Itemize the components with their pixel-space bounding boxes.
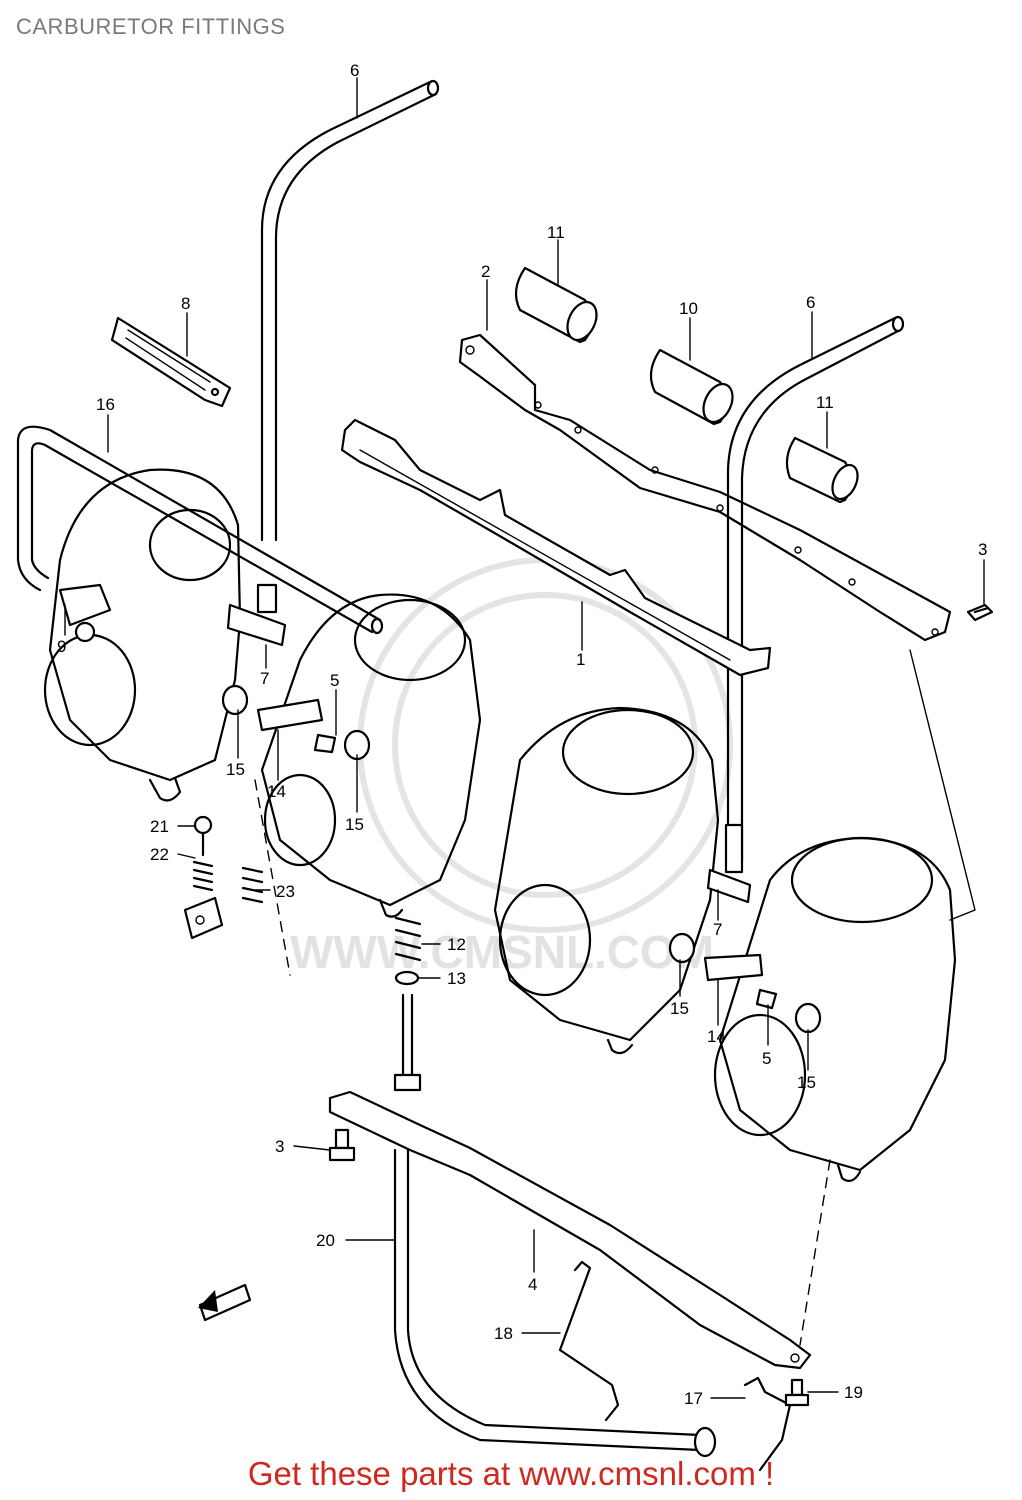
callout-22: 22	[150, 845, 169, 864]
callout-2: 2	[481, 262, 490, 281]
part-21-screw	[193, 815, 213, 857]
callout-16: 16	[96, 395, 115, 414]
part-9-fitting	[58, 583, 112, 643]
callout-6: 6	[350, 61, 359, 80]
part-6-right-pipe	[726, 315, 905, 862]
callout-13: 13	[447, 969, 466, 988]
callout-20: 20	[316, 1231, 335, 1250]
callout-labels: 6 11 2 10 6 8 11 16 3 9 1 7 5 15 14 15 2…	[57, 61, 987, 1408]
part-22-spring	[192, 860, 214, 892]
carburetor-1	[43, 468, 242, 802]
part-8-bracket	[110, 316, 232, 408]
part-15-cap-left-a	[221, 684, 249, 716]
part-3-screw-lower	[328, 1128, 356, 1162]
callout-18: 18	[494, 1324, 513, 1343]
part-11-sleeve-upper	[514, 266, 598, 344]
callout-5: 5	[762, 1049, 771, 1068]
part-19-screw	[784, 1378, 810, 1407]
callout-12: 12	[447, 935, 466, 954]
callout-10: 10	[679, 299, 698, 318]
part-23-block	[183, 866, 264, 940]
part-6-left-pipe	[260, 79, 440, 542]
part-10-sleeve	[649, 348, 734, 426]
callout-14: 14	[267, 782, 286, 801]
part-15-cap-right-b	[794, 1002, 822, 1034]
callout-21: 21	[150, 817, 169, 836]
carburetor-3	[493, 706, 720, 1055]
part-18-rod	[558, 1260, 620, 1422]
part-17-rod	[743, 1376, 792, 1472]
callout-11: 11	[547, 223, 565, 242]
part-14-joint-left	[256, 698, 324, 732]
parts-store-link[interactable]: Get these parts at www.cmsnl.com !	[247, 1455, 775, 1492]
callout-19: 19	[844, 1383, 863, 1402]
part-7-fitting-right	[706, 823, 752, 904]
callout-15: 15	[345, 815, 364, 834]
callout-4: 4	[528, 1275, 537, 1294]
callout-7: 7	[260, 669, 269, 688]
part-16-pipe-loop	[16, 425, 384, 635]
leader-lines	[64, 77, 985, 1399]
part-7-fitting-left	[226, 583, 287, 647]
carburetor-2	[260, 593, 482, 918]
part-5-clip-right	[755, 988, 778, 1010]
callout-14: 14	[707, 1027, 726, 1046]
throttle-stop-screw	[393, 993, 422, 1092]
part-15-cap-right-a	[668, 932, 696, 964]
callout-11: 11	[816, 393, 834, 412]
callout-3: 3	[978, 540, 987, 559]
callout-5: 5	[330, 671, 339, 690]
callout-1: 1	[576, 650, 585, 669]
page-title: CARBURETOR FITTINGS	[16, 14, 286, 39]
part-11-sleeve-lower	[785, 436, 859, 504]
alignment-lines	[254, 649, 976, 1346]
callout-17: 17	[684, 1389, 703, 1408]
part-13-washer	[394, 970, 420, 986]
callout-15: 15	[226, 760, 245, 779]
part-1-rail	[340, 418, 772, 677]
part-5-clip-left	[313, 733, 337, 754]
callout-15: 15	[797, 1073, 816, 1092]
part-12-spring	[394, 916, 422, 962]
callout-23: 23	[276, 882, 295, 901]
part-3-screw-right	[966, 603, 994, 622]
carburetor-4	[713, 836, 957, 1182]
callout-8: 8	[181, 294, 190, 313]
callout-15: 15	[670, 999, 689, 1018]
callout-7: 7	[713, 920, 722, 939]
part-4-bracket	[328, 1090, 812, 1370]
callout-3: 3	[275, 1137, 284, 1156]
part-14-joint-right	[703, 953, 764, 982]
part-20-cable	[393, 1148, 717, 1458]
callout-6: 6	[806, 293, 815, 312]
front-direction-arrow-icon	[198, 1283, 252, 1322]
part-2-bracket	[458, 333, 952, 642]
callout-9: 9	[57, 637, 66, 656]
